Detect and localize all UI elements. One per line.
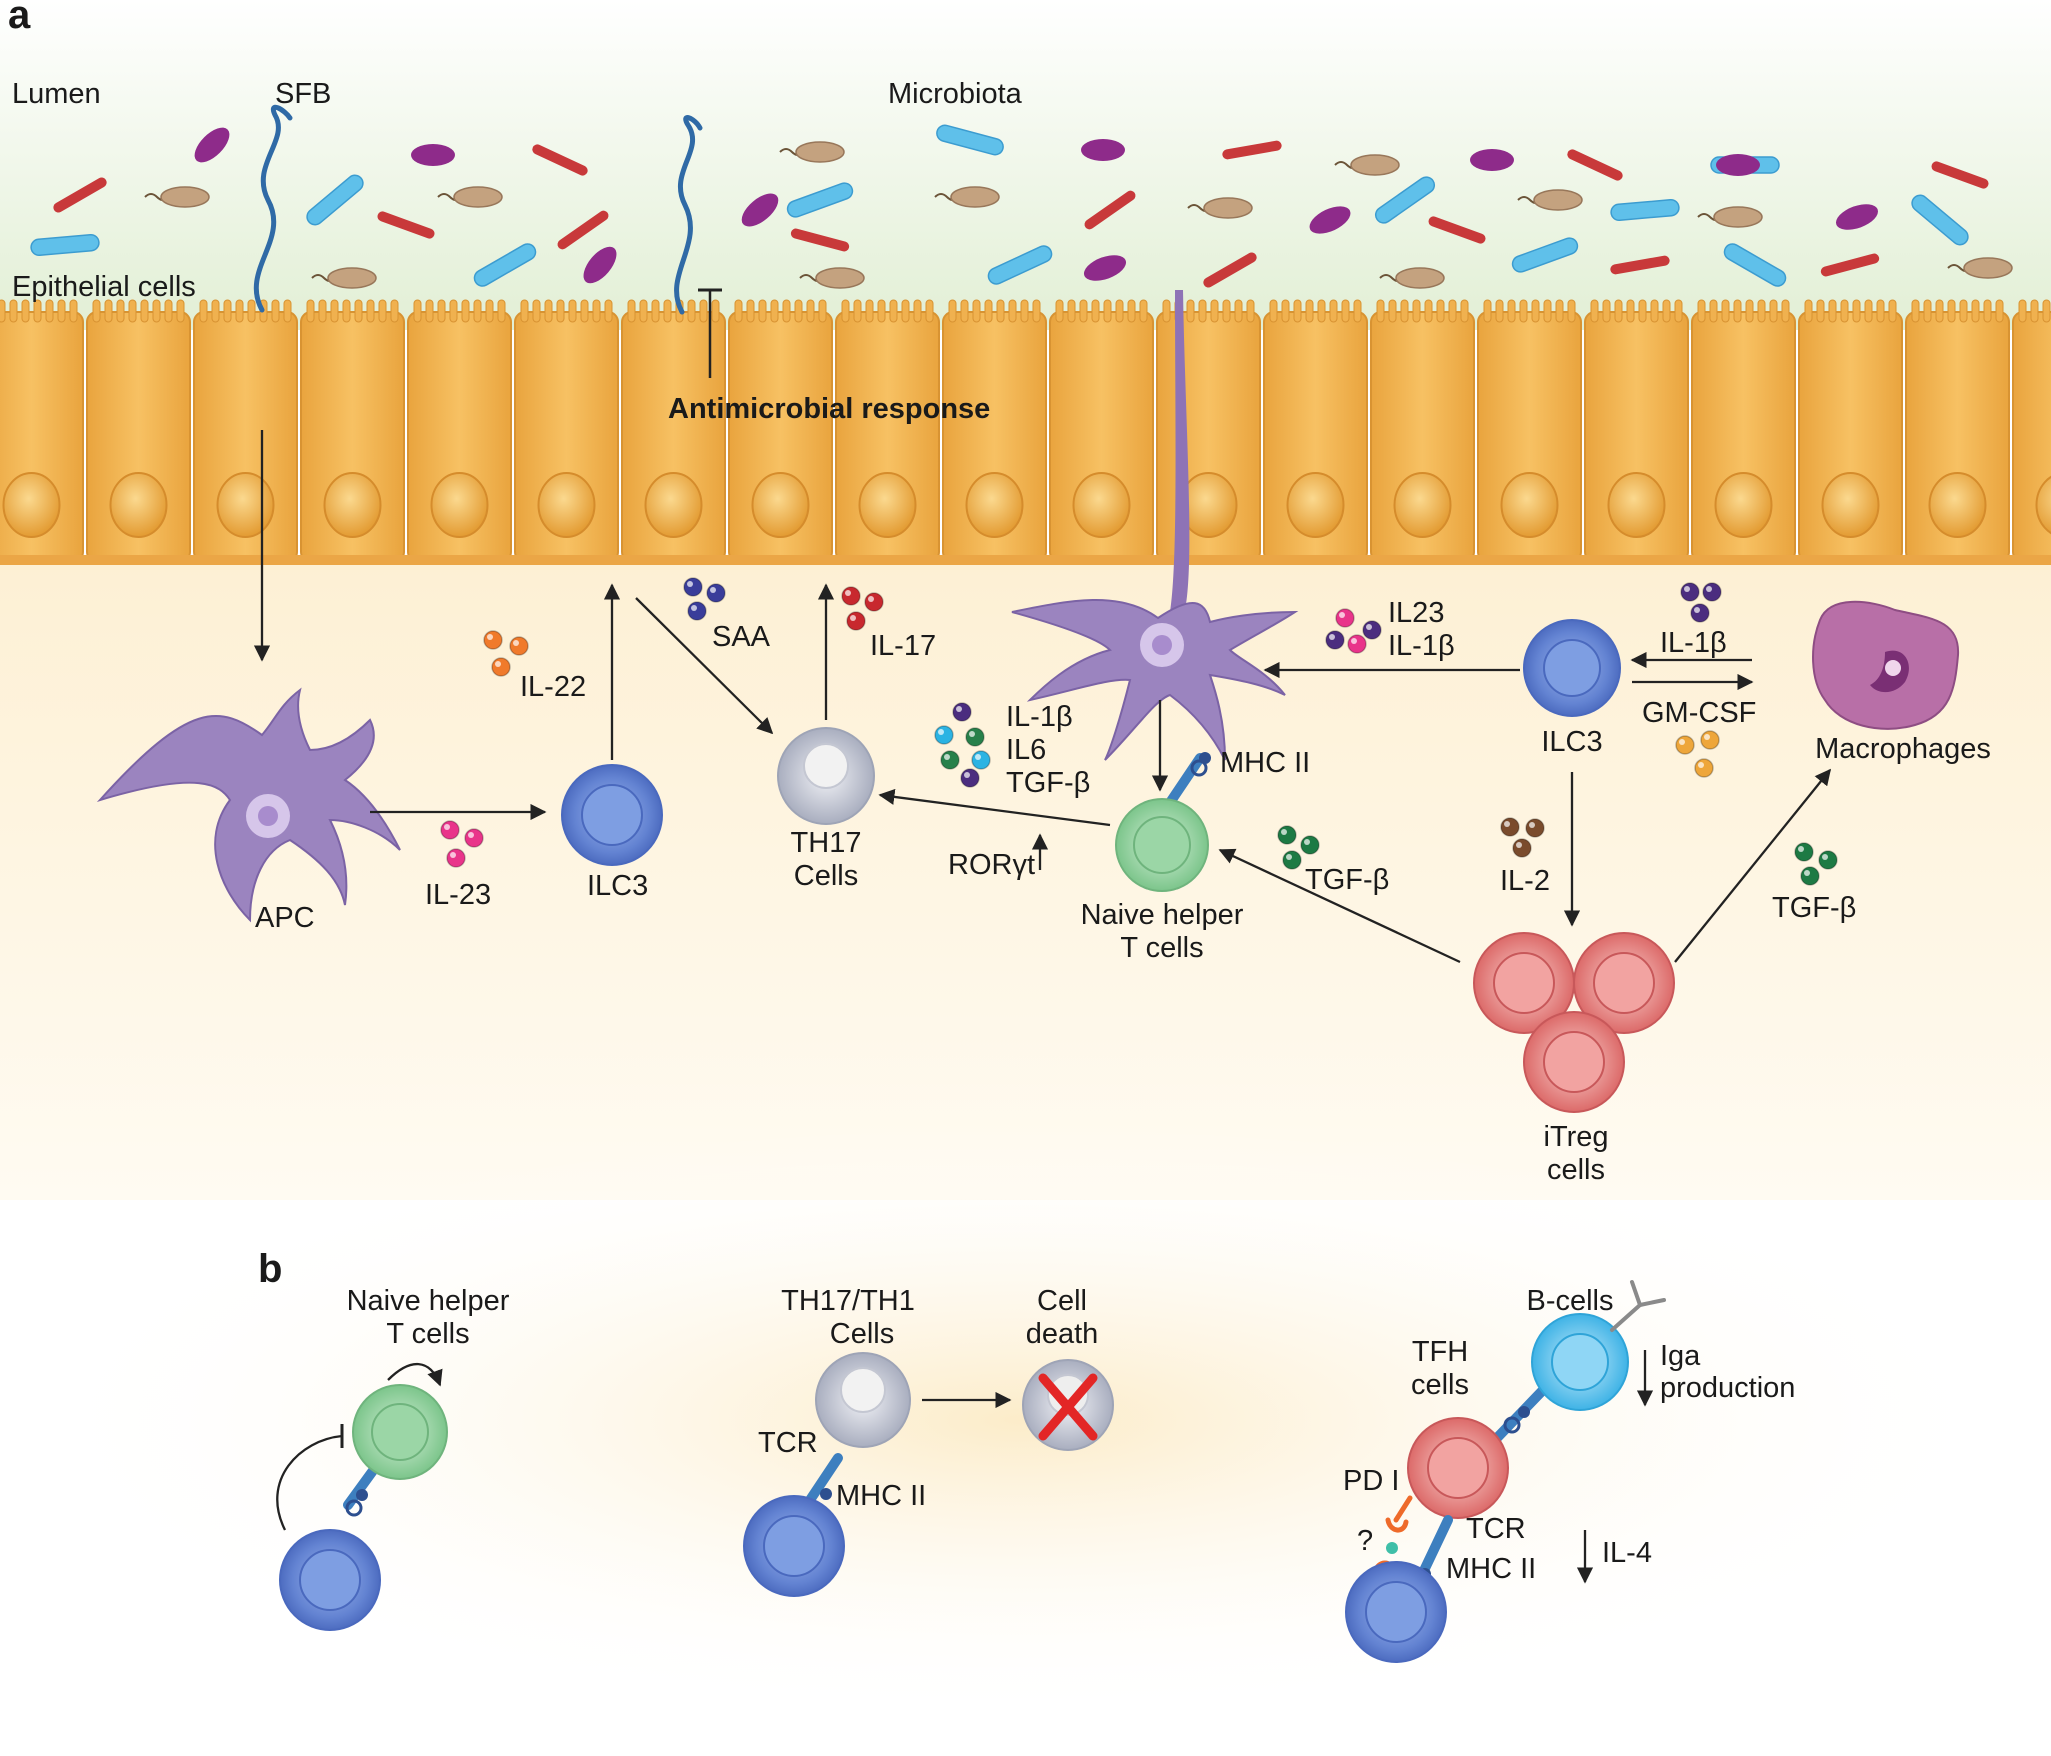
epithelial-cell-icon [836, 300, 939, 562]
il23-dc-label: IL23 [1388, 597, 1444, 629]
il22-label: IL-22 [520, 671, 586, 703]
epithelial-cell-icon [943, 300, 1046, 562]
epithelial-layer [0, 300, 2051, 565]
epithelial-cell-icon [87, 300, 190, 562]
epithelial-cell-icon [1371, 300, 1474, 562]
macrophages-label: Macrophages [1815, 733, 1991, 765]
ilc3-cell-b1-icon [280, 1530, 380, 1630]
ilc3-cell-right-icon [1524, 620, 1620, 716]
b-naive-label-line2: T cells [386, 1318, 469, 1350]
b-bcells-label: B-cells [1526, 1285, 1613, 1317]
th17-th1-cell-icon [816, 1353, 910, 1447]
epithelial-cell-icon [729, 300, 832, 562]
b-th17th1-label-line2: Cells [830, 1318, 894, 1350]
epithelial-cell-icon [2013, 300, 2051, 562]
epithelial-cell-icon [1692, 300, 1795, 562]
tgfb-mid-label: TGF-β [1305, 864, 1389, 896]
epithelial-cell-icon [1585, 300, 1688, 562]
epithelial-cell-icon [0, 300, 83, 562]
il23-left-label: IL-23 [425, 879, 491, 911]
b-cell-death-label-line1: Cell [1037, 1285, 1087, 1317]
dc-cytokine-tgfb: TGF-β [1006, 767, 1090, 799]
il2-label: IL-2 [1500, 865, 1550, 897]
b-mhc2b-label: MHC II [1446, 1553, 1536, 1585]
epithelial-cell-icon [1906, 300, 2009, 562]
b-th17th1-label-line1: TH17/TH1 [781, 1285, 915, 1317]
il1b-mac-label: IL-1β [1660, 627, 1727, 659]
b-question-label: ? [1357, 1525, 1373, 1557]
receptor-icon [820, 1488, 832, 1500]
naive-t-cell-b-icon [353, 1385, 447, 1479]
th17-cell-icon [778, 728, 874, 824]
b-cell-death-label-line2: death [1026, 1318, 1099, 1350]
rorgt-label: RORγt [948, 849, 1035, 881]
epithelial-cell-icon [1799, 300, 1902, 562]
epithelial-cells-label: Epithelial cells [12, 271, 196, 303]
epithelial-cell-icon [408, 300, 511, 562]
ilc3-cell-b3-icon [1346, 1562, 1446, 1662]
purple-bacterium-icon [1081, 139, 1125, 161]
b-pd1-label: PD I [1343, 1465, 1399, 1497]
ligand-dot-icon [1386, 1542, 1398, 1554]
b-tfh-label-line1: TFH [1412, 1336, 1468, 1368]
antimicrobial-response-label: Antimicrobial response [668, 393, 990, 425]
dc-cytokine-il1b: IL-1β [1006, 701, 1073, 733]
panel-a-letter: a [8, 0, 31, 37]
purple-bacterium-icon [1716, 154, 1760, 176]
naive-label-line1: Naive helper [1081, 899, 1244, 931]
tgfb-right-label: TGF-β [1772, 892, 1856, 924]
receptor-icon [1518, 1406, 1530, 1418]
b-iga-label-line1: Iga [1660, 1340, 1701, 1372]
ilc3-cell-b2-icon [744, 1496, 844, 1596]
il1b-dc-label: IL-1β [1388, 630, 1455, 662]
macrophage-icon [1813, 602, 1958, 729]
ilc3-left-label: ILC3 [587, 870, 648, 902]
b-tcr-label: TCR [758, 1427, 818, 1459]
ilc3-right-label: ILC3 [1541, 726, 1602, 758]
receptor-icon [356, 1489, 368, 1501]
itreg-label-line2: cells [1547, 1154, 1605, 1186]
epithelial-cell-icon [1050, 300, 1153, 562]
epithelial-cell-icon [515, 300, 618, 562]
purple-bacterium-icon [411, 144, 455, 166]
purple-bacterium-icon [1470, 149, 1514, 171]
th17-label-line1: TH17 [791, 827, 862, 859]
b-tcr2-label: TCR [1466, 1513, 1526, 1545]
naive-label-line2: T cells [1120, 932, 1203, 964]
panel-b-letter: b [258, 1247, 282, 1291]
b-iga-label-line2: production [1660, 1372, 1795, 1404]
microbiota-label: Microbiota [888, 78, 1023, 110]
il17-label: IL-17 [870, 630, 936, 662]
epithelial-cell-icon [1264, 300, 1367, 562]
epithelial-cell-icon [1157, 300, 1260, 562]
mhc2-label: MHC II [1220, 747, 1310, 779]
sfb-label: SFB [275, 78, 331, 110]
b-il4-label: IL-4 [1602, 1537, 1652, 1569]
ilc3-cell-left-icon [562, 765, 662, 865]
tfh-cell-icon [1408, 1418, 1508, 1518]
b-naive-label-line1: Naive helper [347, 1285, 510, 1317]
dc-cytokine-il6: IL6 [1006, 734, 1046, 766]
itreg-label-line1: iTreg [1544, 1121, 1609, 1153]
th17-label-line2: Cells [794, 860, 858, 892]
saa-label: SAA [712, 621, 771, 653]
epithelial-cell-icon [194, 300, 297, 562]
b-tfh-label-line2: cells [1411, 1369, 1469, 1401]
lumen-label: Lumen [12, 78, 101, 110]
epithelial-cell-icon [301, 300, 404, 562]
apc-label: APC [255, 902, 315, 934]
gmcsf-label: GM-CSF [1642, 697, 1756, 729]
b-mhc2-label: MHC II [836, 1480, 926, 1512]
epithelial-cell-icon [1478, 300, 1581, 562]
